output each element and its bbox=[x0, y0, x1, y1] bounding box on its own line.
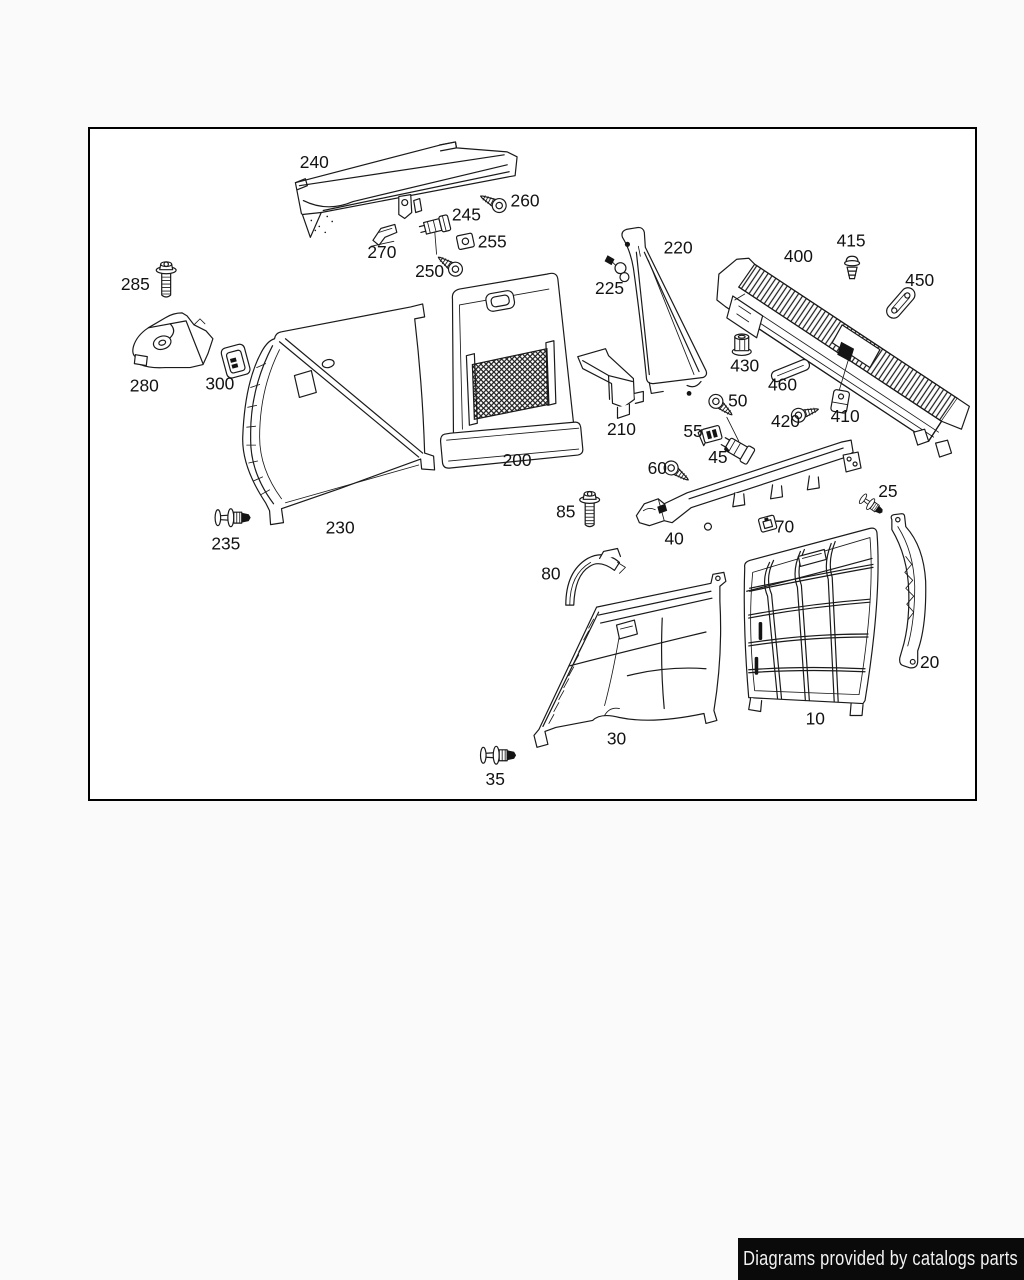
part-270-bracket bbox=[370, 223, 398, 247]
part-label-285: 285 bbox=[121, 274, 150, 294]
part-label-50: 50 bbox=[728, 390, 747, 410]
part-240-drawing bbox=[294, 141, 518, 238]
part-255-clip bbox=[455, 232, 475, 251]
part-225-clip bbox=[604, 255, 630, 283]
part-label-415: 415 bbox=[837, 230, 866, 250]
parts-diagram-box: 240 260 245 255 270 250 285 280 300 220 225 400 415 4… bbox=[88, 127, 977, 801]
part-label-240: 240 bbox=[300, 152, 329, 172]
part-230-quarter-panel bbox=[242, 303, 436, 526]
part-label-10: 10 bbox=[806, 708, 825, 728]
part-label-25: 25 bbox=[878, 481, 897, 501]
part-label-220: 220 bbox=[664, 237, 693, 257]
part-410-bracket bbox=[830, 389, 851, 414]
part-label-430: 430 bbox=[730, 356, 759, 376]
part-55-clip bbox=[697, 424, 723, 447]
part-label-450: 450 bbox=[905, 270, 934, 290]
part-460-pad bbox=[770, 358, 811, 383]
part-label-20: 20 bbox=[920, 652, 939, 672]
part-label-235: 235 bbox=[211, 533, 240, 553]
part-label-260: 260 bbox=[511, 191, 540, 211]
part-label-280: 280 bbox=[130, 375, 159, 395]
part-label-55: 55 bbox=[683, 421, 702, 441]
part-labels: 240 260 245 255 270 250 285 280 300 220 225 400 415 4… bbox=[121, 152, 939, 789]
part-40-rail bbox=[635, 439, 862, 531]
part-label-270: 270 bbox=[367, 242, 396, 262]
part-450-plate bbox=[886, 287, 916, 319]
part-85-bolt bbox=[579, 490, 601, 528]
part-label-70: 70 bbox=[775, 517, 794, 537]
part-label-30: 30 bbox=[607, 728, 626, 748]
part-220-pillar-trim bbox=[621, 226, 708, 396]
part-label-420: 420 bbox=[771, 411, 800, 431]
part-label-210: 210 bbox=[607, 419, 636, 439]
part-label-410: 410 bbox=[831, 406, 860, 426]
part-45-grommet bbox=[720, 437, 756, 465]
part-285-bolt bbox=[155, 261, 177, 298]
part-20-side-bracket bbox=[890, 513, 927, 669]
parts-diagram-canvas: 240 260 245 255 270 250 285 280 300 220 225 400 415 4… bbox=[121, 141, 970, 789]
part-label-400: 400 bbox=[784, 246, 813, 266]
part-label-45: 45 bbox=[708, 447, 727, 467]
part-280-cover bbox=[132, 312, 214, 369]
part-245-clip bbox=[418, 214, 452, 255]
part-50-screw bbox=[705, 390, 740, 442]
part-235-pin bbox=[214, 508, 252, 528]
part-label-200: 200 bbox=[503, 450, 532, 470]
part-label-460: 460 bbox=[768, 374, 797, 394]
part-label-80: 80 bbox=[541, 563, 560, 583]
watermark-bar: Diagrams provided by catalogs parts bbox=[738, 1238, 1024, 1280]
part-label-245: 245 bbox=[452, 204, 481, 224]
part-260-screw bbox=[476, 189, 510, 216]
part-label-35: 35 bbox=[486, 769, 505, 789]
part-10-lattice-panel bbox=[743, 527, 879, 717]
part-label-230: 230 bbox=[326, 518, 355, 538]
part-300-clip bbox=[220, 343, 251, 379]
part-400-sill-trim bbox=[716, 257, 970, 458]
part-430-nut bbox=[731, 333, 752, 357]
part-label-40: 40 bbox=[664, 529, 683, 549]
part-label-255: 255 bbox=[478, 231, 507, 251]
part-label-60: 60 bbox=[648, 458, 667, 478]
part-35-pin bbox=[479, 745, 517, 765]
part-210-bracket bbox=[577, 348, 644, 419]
part-200-net-panel bbox=[439, 272, 584, 469]
watermark-text: Diagrams provided by catalogs parts bbox=[743, 1247, 1019, 1270]
part-415-clip bbox=[844, 255, 861, 280]
part-80-arch bbox=[565, 547, 626, 606]
part-label-225: 225 bbox=[595, 278, 624, 298]
part-70-clip bbox=[757, 514, 778, 533]
part-30-quarter-panel bbox=[533, 571, 727, 748]
part-label-250: 250 bbox=[415, 261, 444, 281]
part-label-85: 85 bbox=[556, 502, 575, 522]
part-label-300: 300 bbox=[205, 373, 234, 393]
